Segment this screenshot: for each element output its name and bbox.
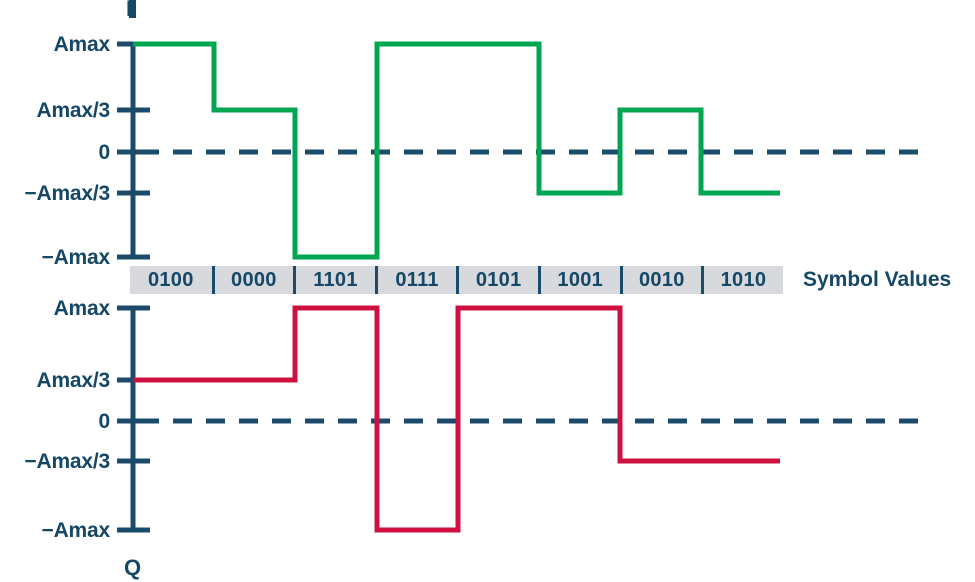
symbol-cell: 1010 [701,266,783,294]
symbol-values-band: 0100 0000 1101 0111 0101 1001 0010 1010 [130,266,783,294]
i-axis-label-neg-amax-third: −Amax/3 [24,182,110,205]
q-axis-label-amax-third: Amax/3 [36,369,110,392]
q-axis-label-neg-amax-third: −Amax/3 [24,450,110,473]
symbol-cell: 0101 [456,266,538,294]
i-axis-label-amax-third: Amax/3 [36,99,110,122]
i-waveform [133,41,780,260]
symbol-cell: 0100 [147,268,194,291]
symbol-cell: 0000 [211,266,294,294]
symbol-cell: 0010 [619,266,702,294]
q-axis-label-neg-amax: −Amax [41,519,111,542]
i-axis-label-zero: 0 [98,141,111,164]
symbol-cell: 1001 [537,266,620,294]
symbol-cell: 1101 [293,266,375,294]
i-axis-label-neg-amax: −Amax [41,246,111,269]
symbol-cell: 0111 [374,266,457,294]
symbol-values-caption: Symbol Values [803,268,952,291]
q-axis-label-amax: Amax [53,297,111,320]
i-pointer-bar [129,0,136,18]
i-axis-label-amax: Amax [53,33,111,56]
q-waveform [133,305,780,533]
channel-label-q: Q [124,555,142,580]
q-axis-label-zero: 0 [98,410,111,433]
